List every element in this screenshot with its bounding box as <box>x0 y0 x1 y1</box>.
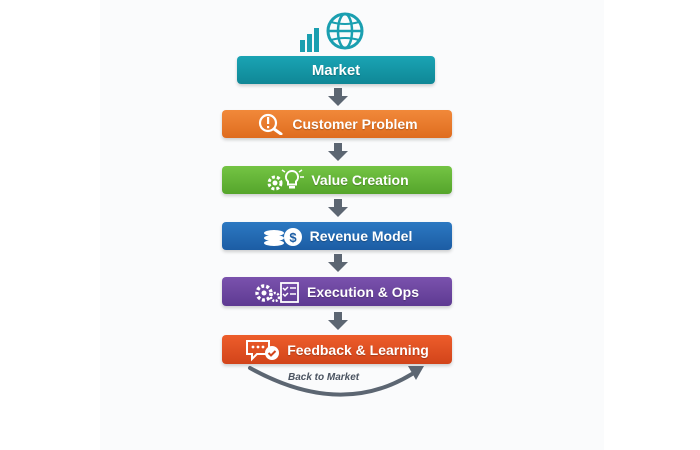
svg-text:$: $ <box>289 230 297 245</box>
down-arrow-icon <box>328 143 348 161</box>
step-execution-ops: Execution & Ops <box>222 277 452 306</box>
step-market-label: Market <box>311 61 361 79</box>
back-to-market-label: Back to Market <box>288 372 360 383</box>
gear-lightbulb-icon <box>265 168 305 192</box>
magnifier-alert-icon <box>256 113 286 135</box>
step-customer-problem-label: Customer Problem <box>292 116 418 132</box>
step-customer-problem: Customer Problem <box>222 110 452 138</box>
down-arrow-icon <box>328 312 348 330</box>
globe-chart-icon <box>300 12 364 52</box>
curved-return-arrow-icon <box>248 366 424 397</box>
step-value-creation: Value Creation <box>222 166 452 194</box>
step-feedback-learning: Feedback & Learning <box>222 335 452 364</box>
chat-check-icon <box>245 338 281 362</box>
step-market: Market <box>237 56 435 84</box>
coins-dollar-icon: $ <box>262 224 304 248</box>
step-execution-ops-label: Execution & Ops <box>306 283 420 300</box>
down-arrow-icon <box>328 254 348 272</box>
gears-checklist-icon <box>255 280 301 304</box>
step-revenue-model: $ Revenue Model <box>222 222 452 250</box>
step-value-creation-label: Value Creation <box>311 172 409 188</box>
down-arrow-icon <box>328 199 348 217</box>
step-revenue-model-label: Revenue Model <box>309 228 413 244</box>
down-arrow-icon <box>328 88 348 106</box>
step-feedback-learning-label: Feedback & Learning <box>287 341 429 358</box>
